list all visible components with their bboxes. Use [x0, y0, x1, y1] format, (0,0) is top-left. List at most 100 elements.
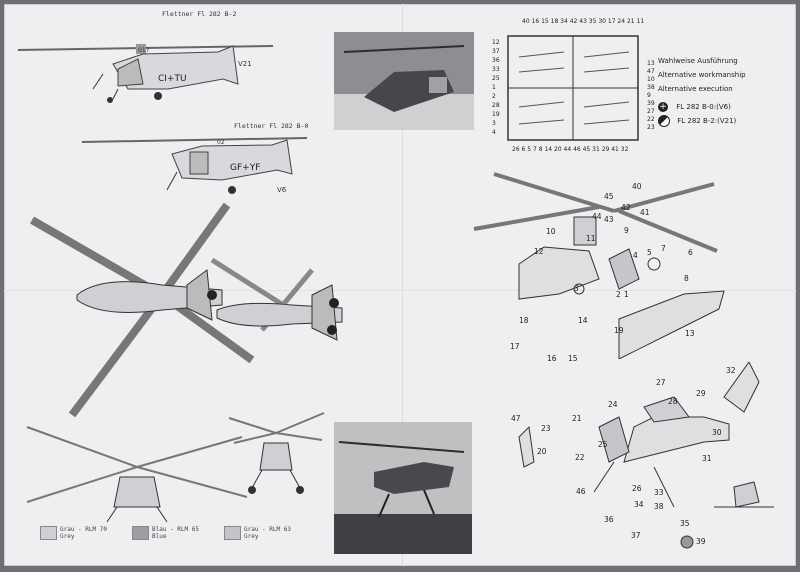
- part-label: 6: [688, 248, 693, 257]
- photo-top: [334, 32, 474, 130]
- sprue-num: 47: [647, 68, 655, 75]
- part-label: 29: [696, 389, 706, 398]
- sprue-num: 3: [492, 120, 496, 127]
- helicopter-top-view: [30, 202, 343, 418]
- part-label: 31: [702, 454, 712, 463]
- part-label: 7: [661, 244, 666, 253]
- sprue-bottom-numbers: 26 6 5 7 8 14 20 44 46 45 31 29 41 32: [512, 146, 629, 153]
- part-label: 20: [537, 447, 547, 456]
- part-label: 4: [633, 251, 638, 260]
- part-label: 34: [634, 500, 644, 509]
- exploded-assembly-lower: [518, 362, 774, 549]
- sprue-num: 1: [492, 84, 496, 91]
- part-label: 42: [621, 203, 631, 212]
- color-en: Grey: [244, 533, 259, 540]
- sprue-num: 4: [492, 129, 496, 136]
- color-de: Grau - RLM 63: [244, 526, 291, 533]
- caption-b2: Flettner Fl 282 B-2: [162, 10, 237, 18]
- swatch-rlm63: [224, 526, 241, 540]
- part-label: 16: [547, 354, 557, 363]
- sprue-num: 13: [647, 60, 655, 67]
- sprue-num: 33: [492, 66, 500, 73]
- b0-v: V6: [277, 186, 287, 194]
- sprue-right-numbers: 13 47 10 38 9 39 27 22 23: [647, 60, 655, 132]
- sprue-num: 37: [492, 48, 500, 55]
- sprue-num: 12: [492, 39, 500, 46]
- color-en: Blue: [152, 533, 167, 540]
- part-label: 40: [632, 182, 642, 191]
- part-label: 17: [510, 342, 520, 351]
- part-label: 26: [632, 484, 642, 493]
- exploded-assembly-upper: [473, 172, 725, 359]
- part-label: 12: [534, 247, 544, 256]
- sprue-num: 27: [647, 108, 655, 115]
- part-label: 37: [631, 531, 641, 540]
- part-label: 1: [624, 290, 629, 299]
- part-label: 38: [654, 502, 664, 511]
- part-label: 11: [586, 234, 596, 243]
- part-label: 23: [541, 424, 551, 433]
- part-label: 44: [592, 212, 602, 221]
- legend-en2: Alternative execution: [658, 85, 733, 93]
- instruction-sheet: Flettner Fl 282 B-2 CI+TU 017 V21 Flettn…: [4, 4, 796, 566]
- fold-line-vertical: [402, 4, 404, 566]
- part-label: 5: [647, 248, 652, 257]
- part-label: 19: [614, 326, 624, 335]
- part-label: 47: [511, 414, 521, 423]
- part-label: 15: [568, 354, 578, 363]
- part-label: 3: [574, 284, 579, 293]
- part-label: 2: [616, 290, 621, 299]
- photo-bottom: [334, 422, 472, 554]
- part-label: 46: [576, 487, 586, 496]
- sprue-num: 28: [492, 102, 500, 109]
- helicopter-front-view: [26, 426, 248, 523]
- part-label: 39: [696, 537, 706, 546]
- b2-v: V21: [238, 60, 252, 68]
- part-label: 43: [604, 215, 614, 224]
- sprue-num: 39: [647, 100, 655, 107]
- part-label: 35: [680, 519, 690, 528]
- part-label: 9: [624, 226, 629, 235]
- swatch-rlm65: [132, 526, 149, 540]
- sprue-num: 10: [647, 76, 655, 83]
- swatch-caption-1: Grau - RLM 70 Grey: [60, 526, 107, 540]
- part-label: 30: [712, 428, 722, 437]
- sprue-num: 2: [492, 93, 496, 100]
- sprue-num: 36: [492, 57, 500, 64]
- color-de: Blau - RLM 65: [152, 526, 199, 533]
- part-label: 33: [654, 488, 664, 497]
- sprue-diagram: [507, 35, 639, 141]
- swatch-rlm70: [40, 526, 57, 540]
- b0-nose: 02: [217, 139, 225, 146]
- sprue-num: 38: [647, 84, 655, 91]
- color-en: Grey: [60, 533, 75, 540]
- b2-nose: 017: [138, 47, 150, 54]
- legend-opt2: FL 282 B-2:(V21): [677, 117, 737, 125]
- sprue-left-numbers: 12 37 36 33 25 1 2 28 19 3 4: [492, 38, 500, 137]
- part-label: 8: [684, 274, 689, 283]
- part-label: 18: [519, 316, 529, 325]
- helicopter-side-b0: GF+YF 02 V6: [82, 137, 308, 194]
- part-label: 21: [572, 414, 582, 423]
- part-label: 10: [546, 227, 556, 236]
- legend-en1: Alternative workmanship: [658, 71, 746, 79]
- fold-line-horizontal: [4, 290, 796, 292]
- helicopter-small-front: [228, 412, 325, 494]
- part-label: 45: [604, 192, 614, 201]
- sprue-num: 19: [492, 111, 500, 118]
- half-circle-icon: [658, 115, 670, 127]
- sprue-num: 9: [647, 92, 651, 99]
- part-label: 13: [685, 329, 695, 338]
- helicopter-side-b2: CI+TU 017 V21: [18, 44, 274, 103]
- part-label: 24: [608, 400, 618, 409]
- part-label: 14: [578, 316, 588, 325]
- sprue-num: 25: [492, 75, 500, 82]
- alternative-legend: Wahlweise Ausführung Alternative workman…: [658, 54, 788, 128]
- color-de: Grau - RLM 70: [60, 526, 107, 533]
- caption-b0: Flettner Fl 282 B-0: [234, 122, 309, 130]
- part-label: 41: [640, 208, 650, 217]
- part-label: 28: [668, 397, 678, 406]
- part-label: 27: [656, 378, 666, 387]
- sprue-top-numbers: 40 16 15 18 34 42 43 35 30 17 24 21 11: [522, 18, 645, 25]
- part-label: 25: [598, 440, 608, 449]
